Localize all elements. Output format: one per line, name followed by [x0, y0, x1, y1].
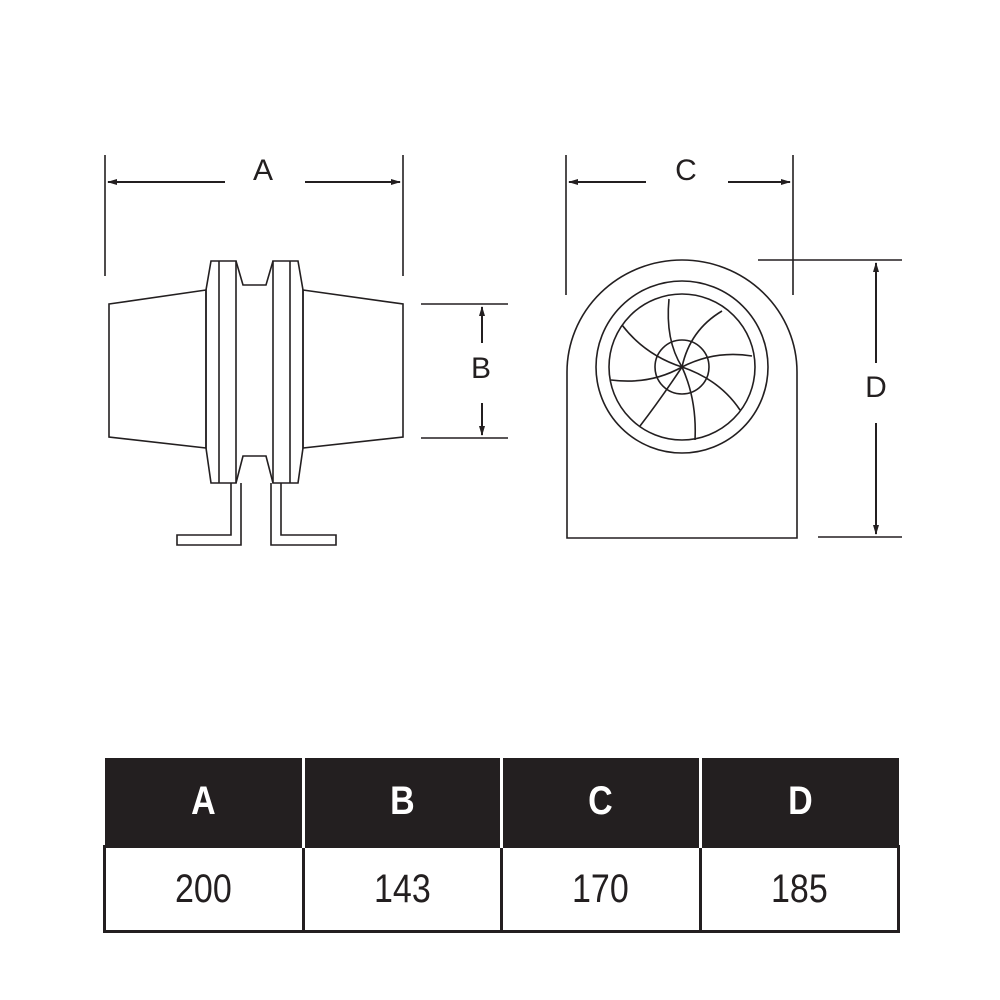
header-c-label: C [588, 779, 614, 823]
label-a: A [253, 154, 273, 187]
header-b-label: B [389, 779, 415, 823]
fan-dimension-drawing: A B C D [104, 154, 902, 546]
value-a-text: 200 [175, 866, 233, 911]
table-row: 200 143 170 185 [103, 845, 900, 933]
label-c: C [675, 154, 697, 187]
value-b-text: 143 [373, 866, 431, 911]
header-c: C [500, 758, 700, 847]
dimensions-table: A B C D 200 143 170 185 [103, 758, 900, 933]
fan-blades [610, 298, 753, 441]
label-d: D [865, 371, 887, 404]
header-a-label: A [190, 779, 216, 823]
front-view [565, 155, 902, 539]
header-d: D [698, 758, 899, 847]
value-c: 170 [500, 845, 702, 933]
table-header-row: A B C D [104, 758, 899, 847]
label-b: B [471, 352, 491, 385]
value-a: 200 [103, 845, 305, 933]
value-b: 143 [301, 845, 503, 933]
value-d-text: 185 [770, 866, 828, 911]
side-view [104, 155, 508, 546]
header-d-label: D [787, 779, 813, 823]
header-a: A [104, 758, 303, 847]
header-b: B [301, 758, 502, 847]
value-c-text: 170 [572, 866, 630, 911]
value-d: 185 [698, 845, 900, 933]
